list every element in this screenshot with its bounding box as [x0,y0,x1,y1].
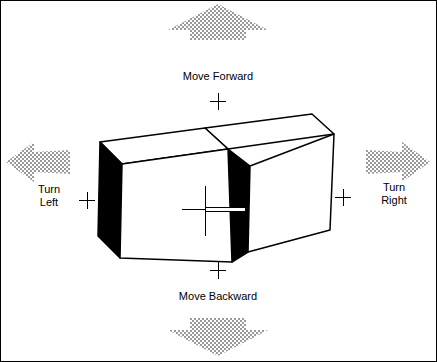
turn-left-label: Turn Left [31,183,67,209]
backward-label: Move Backward [158,290,278,303]
turn-left-label-slot: Turn Left [31,183,67,209]
forward-arrow [168,4,268,40]
crosshair [182,186,246,236]
forward-label: Move Forward [158,70,278,83]
turn-right-arrow [366,142,430,182]
backward-arrow [168,318,268,356]
plus-markers [79,93,351,279]
turn-right-label-slot: Turn Right [376,181,412,207]
backward-label-slot: Move Backward [158,290,278,303]
turn-right-label: Turn Right [376,181,412,207]
block-figure [98,114,334,262]
forward-label-slot: Move Forward [158,70,278,83]
turn-left-arrow [6,142,70,182]
